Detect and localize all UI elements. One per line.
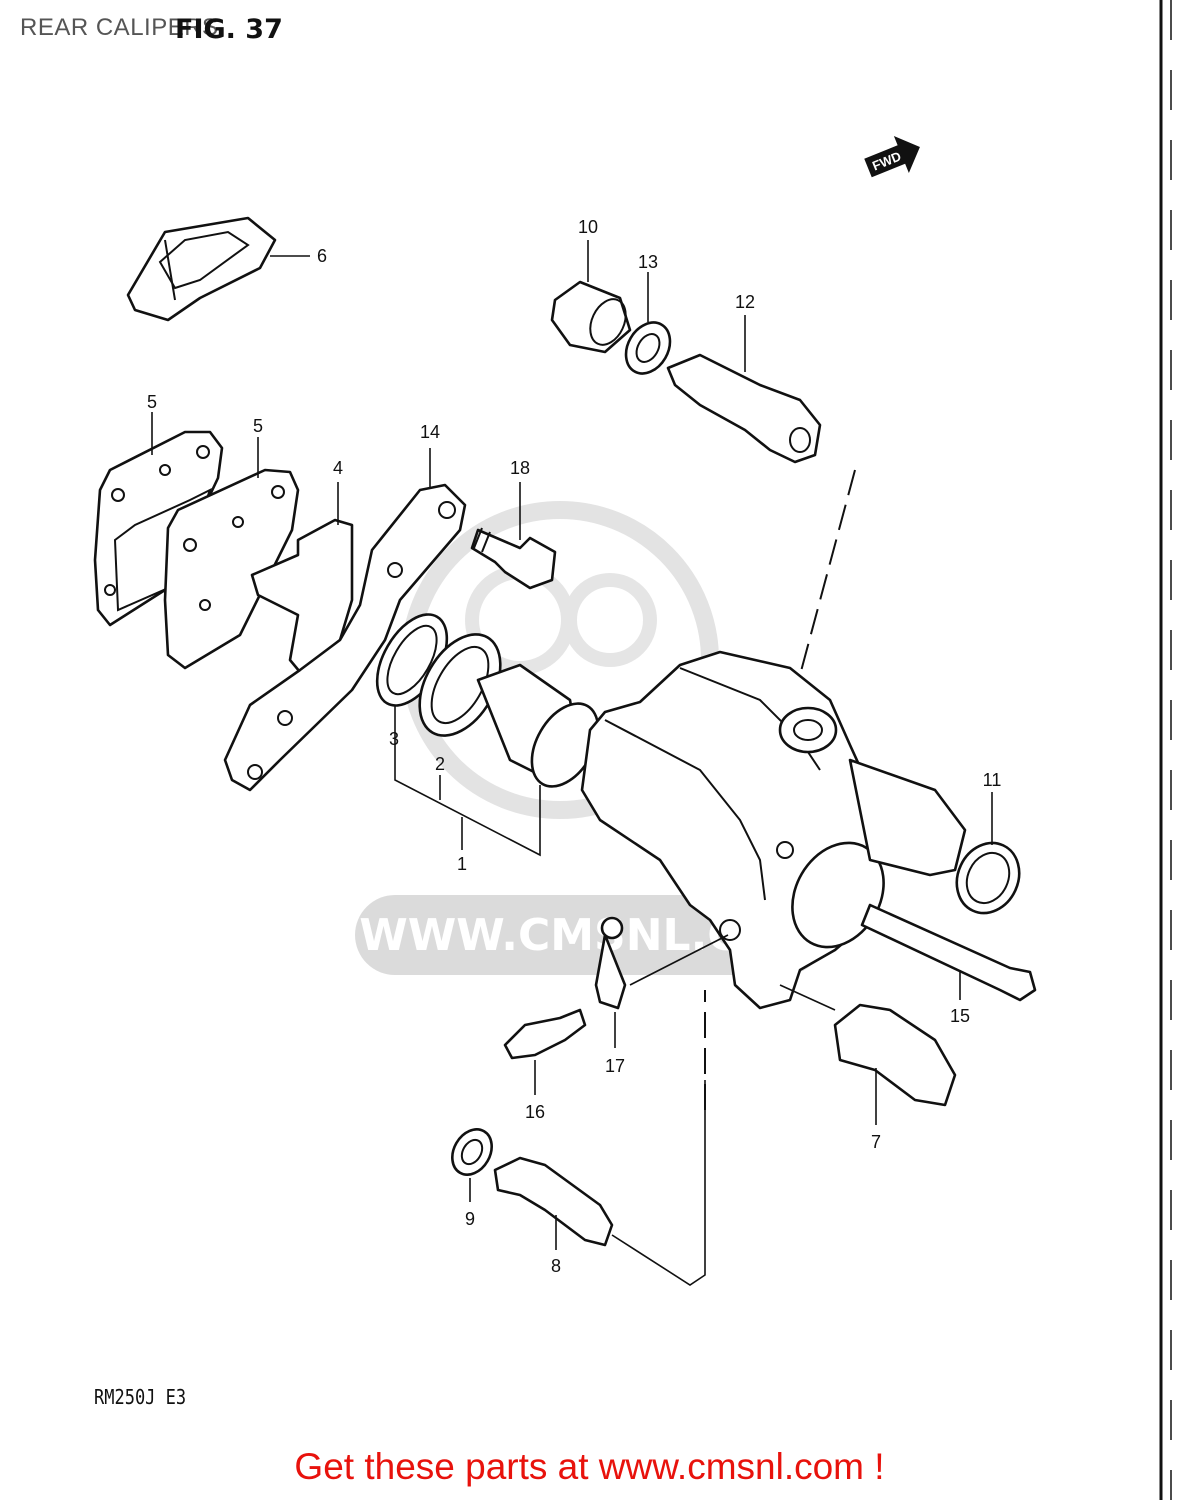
callout-17: 17 <box>605 1056 625 1076</box>
callout-7: 7 <box>871 1132 881 1152</box>
callout-18: 18 <box>510 458 530 478</box>
callout-12: 12 <box>735 292 755 312</box>
part-piston <box>476 663 600 788</box>
part-brake-pad-inner <box>163 437 300 670</box>
model-code: RM250J E3 <box>94 1385 187 1409</box>
part-boot-ring <box>955 792 1021 915</box>
callout-6: 6 <box>317 246 327 266</box>
callout-2: 2 <box>435 754 445 774</box>
callout-11: 11 <box>983 770 1002 790</box>
callout-1: 1 <box>457 854 467 874</box>
callout-5b: 5 <box>253 416 263 436</box>
callout-9: 9 <box>465 1209 475 1229</box>
page-title: REAR CALIPERS <box>20 14 219 41</box>
callout-15: 15 <box>950 1006 970 1026</box>
part-pad-shim <box>250 482 354 674</box>
part-lower-slide-pin <box>833 1003 957 1125</box>
part-bleeder-valve <box>503 1008 587 1095</box>
part-washer-upper <box>624 272 672 375</box>
part-brake-pad-outer <box>93 412 224 627</box>
part-slide-pin <box>860 903 1037 1002</box>
part-bleeder-cap <box>594 916 627 1048</box>
part-caliper-bracket <box>223 448 467 792</box>
callout-10: 10 <box>578 217 598 237</box>
figure-label: FIG. 37 <box>175 14 283 45</box>
parts-shop-link[interactable]: Get these parts at www.cmsnl.com ! <box>294 1446 885 1487</box>
callout-4: 4 <box>333 458 343 478</box>
part-pad-spring <box>126 216 310 322</box>
callout-labels: 1 2 3 4 5 5 6 7 8 9 10 11 12 13 14 15 16… <box>147 217 1001 1276</box>
part-lower-pin-bolt <box>493 1156 614 1250</box>
forward-arrow-icon: FWD <box>864 135 920 178</box>
callout-8: 8 <box>551 1256 561 1276</box>
part-pin-boot <box>550 240 632 354</box>
callout-5a: 5 <box>147 392 157 412</box>
callout-16: 16 <box>525 1102 545 1122</box>
part-upper-pin-bolt <box>666 315 822 464</box>
part-washer-lower <box>451 1128 493 1202</box>
callout-13: 13 <box>638 252 658 272</box>
callout-3: 3 <box>389 729 399 749</box>
callout-14: 14 <box>420 422 440 442</box>
part-bracket-bolt <box>470 482 557 590</box>
